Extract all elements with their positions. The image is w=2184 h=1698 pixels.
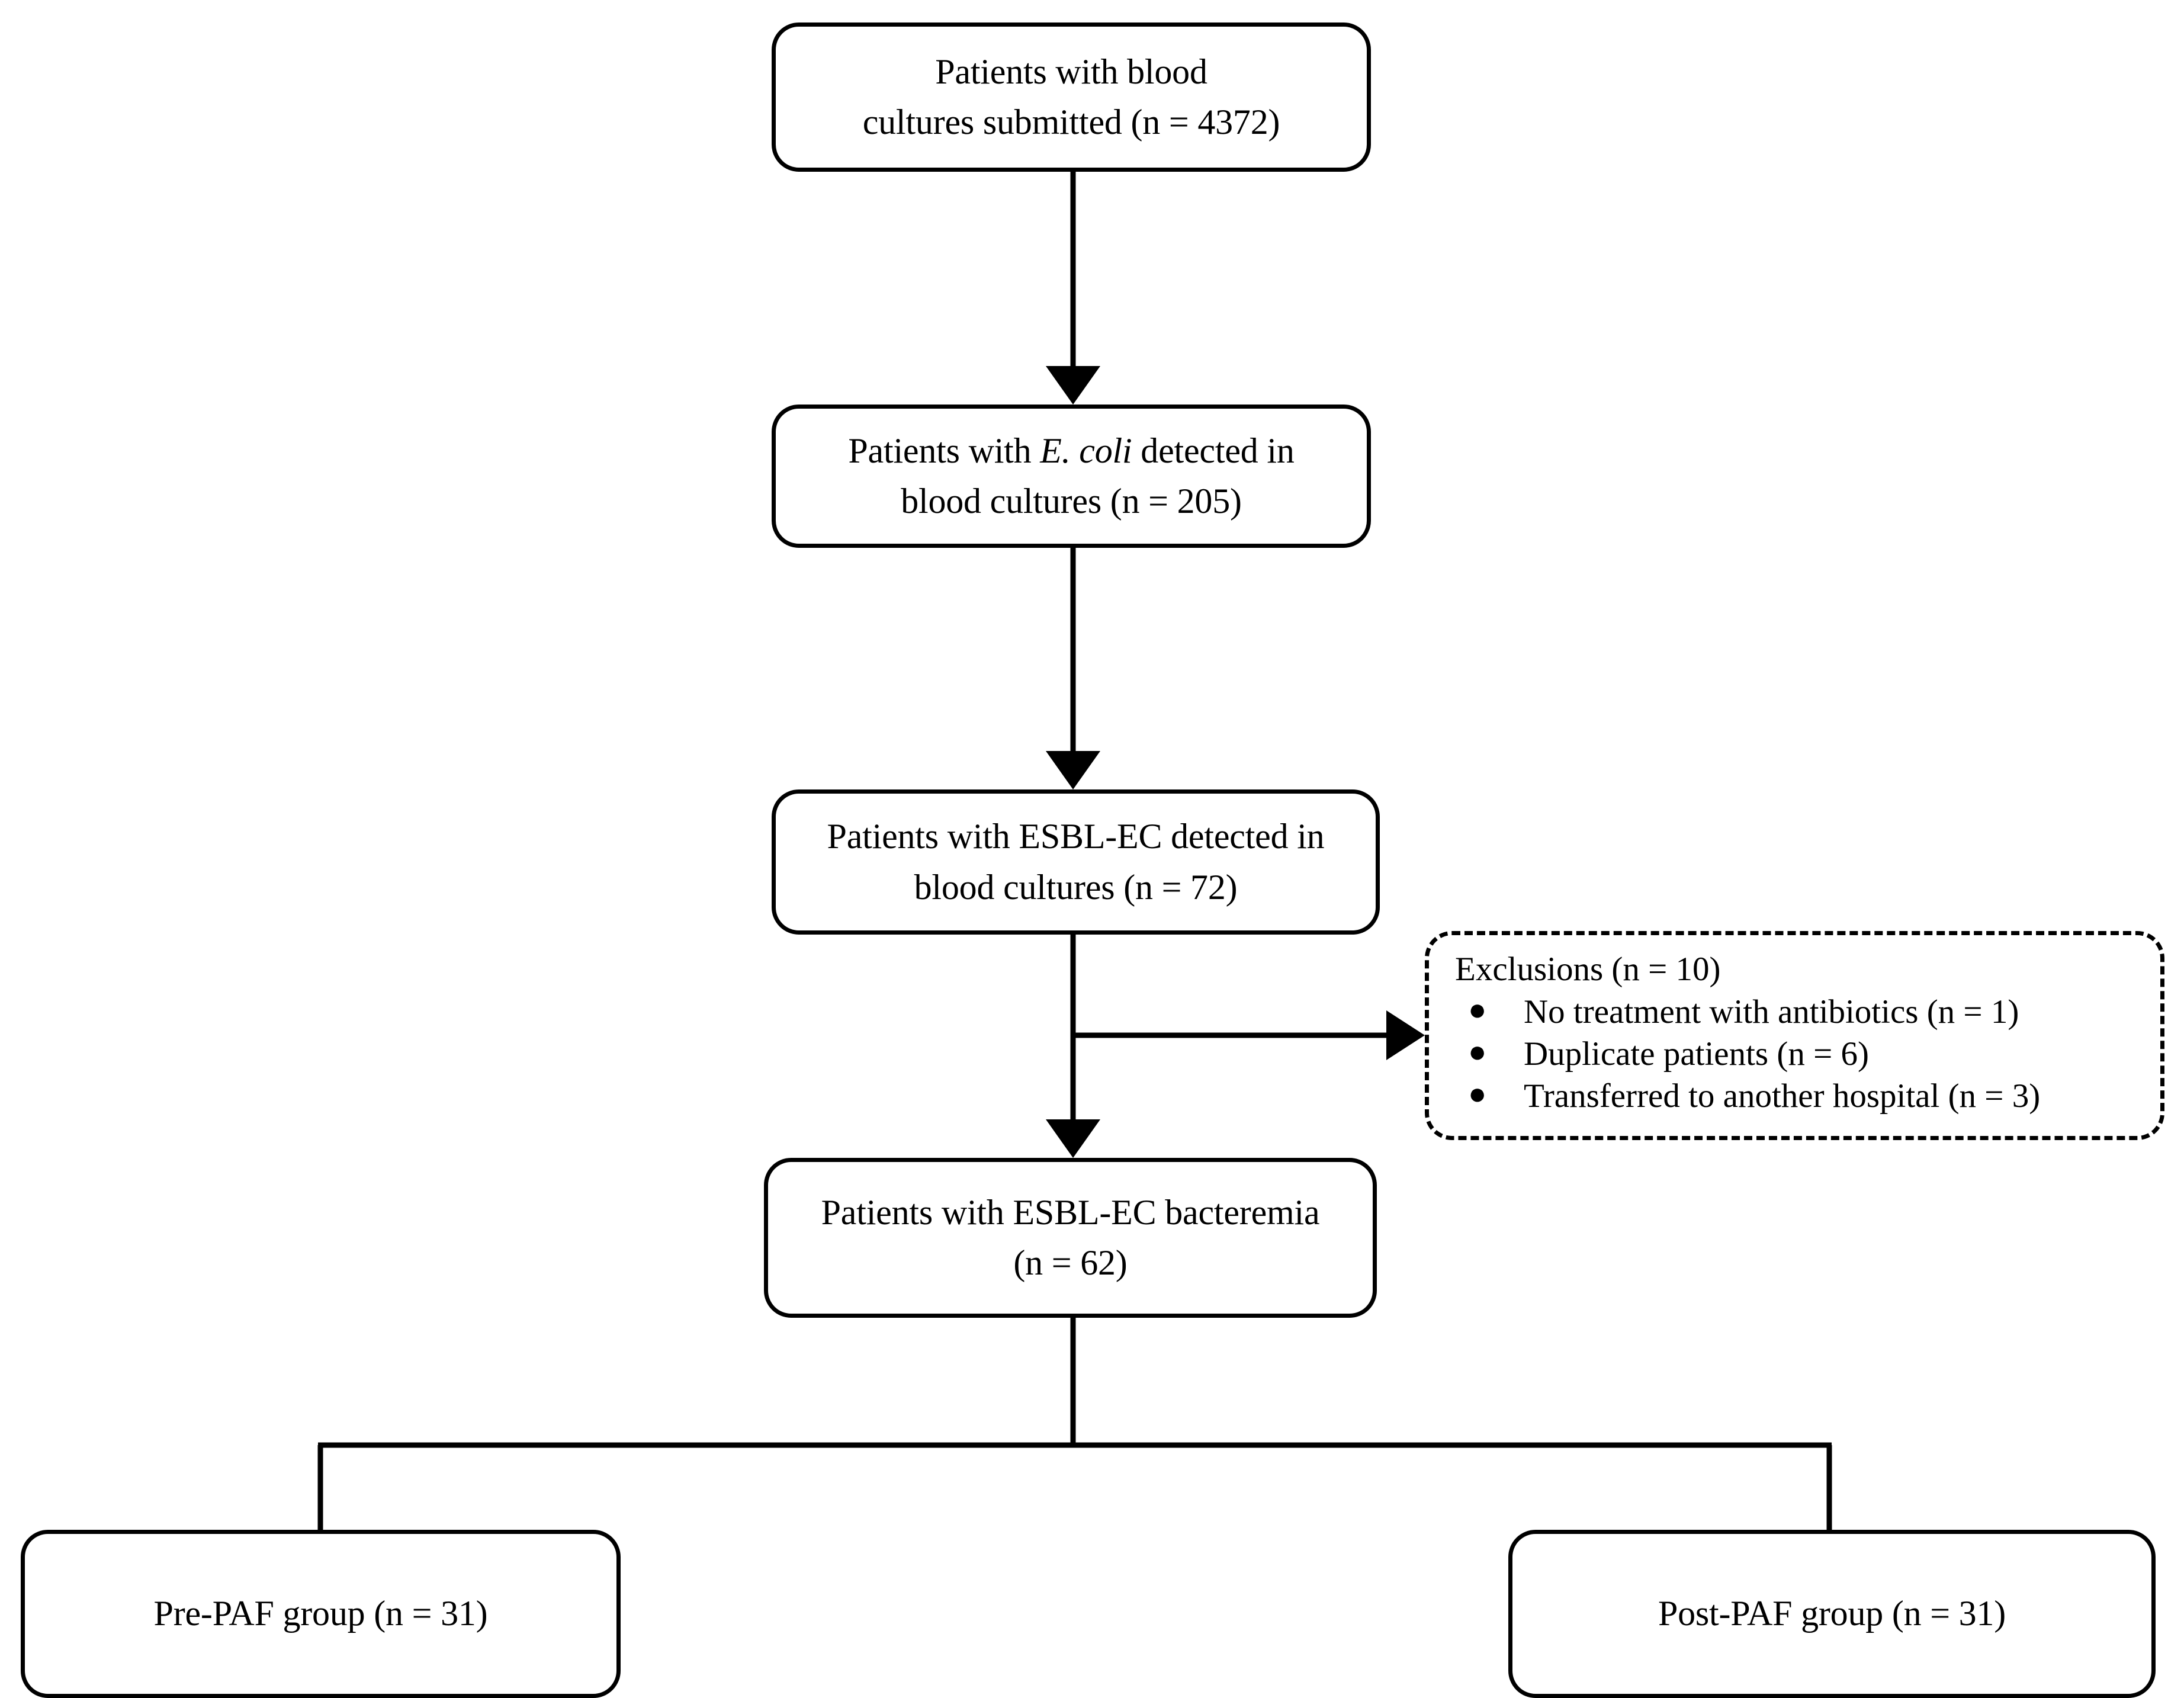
exclusion-item-label: No treatment with antibiotics (n = 1) bbox=[1524, 993, 2019, 1031]
arrowhead-down-icon bbox=[1046, 366, 1100, 405]
edge-esbl-detected-to-exclusions bbox=[1073, 1010, 1425, 1060]
arrowhead-down-icon bbox=[1046, 751, 1100, 789]
node-esbl-bacteremia: Patients with ESBL-EC bacteremia (n = 62… bbox=[764, 1158, 1377, 1318]
exclusion-item-label: Duplicate patients (n = 6) bbox=[1524, 1035, 1869, 1073]
edge-bacteremia-to-paf-groups bbox=[317, 1318, 1832, 1530]
node-blood-cultures-label: Patients with blood cultures submitted (… bbox=[862, 52, 1280, 142]
bullet-icon: ● bbox=[1468, 993, 1487, 1028]
node-post-paf-group: Post-PAF group (n = 31) bbox=[1508, 1530, 2156, 1698]
node-esbl-bacteremia-label: Patients with ESBL-EC bacteremia (n = 62… bbox=[821, 1192, 1320, 1282]
list-item: ● Transferred to another hospital (n = 3… bbox=[1455, 1076, 2154, 1118]
arrowhead-down-icon bbox=[1046, 1119, 1100, 1158]
node-blood-cultures-submitted: Patients with blood cultures submitted (… bbox=[772, 23, 1371, 172]
node-exclusions: Exclusions (n = 10) ● No treatment with … bbox=[1425, 931, 2164, 1140]
node-pre-paf-group: Pre-PAF group (n = 31) bbox=[21, 1530, 621, 1698]
bullet-icon: ● bbox=[1468, 1077, 1487, 1111]
arrowhead-right-icon bbox=[1386, 1010, 1425, 1060]
exclusions-list: ● No treatment with antibiotics (n = 1) … bbox=[1455, 991, 2154, 1117]
node-esbl-detected-label: Patients with ESBL-EC detected in blood … bbox=[827, 817, 1325, 907]
exclusion-item-label: Transferred to another hospital (n = 3) bbox=[1524, 1077, 2041, 1115]
node-ecoli-detected: Patients with E. coli detected in blood … bbox=[772, 405, 1371, 548]
list-item: ● Duplicate patients (n = 6) bbox=[1455, 1033, 2154, 1076]
node-post-paf-group-label: Post-PAF group (n = 31) bbox=[1658, 1594, 2006, 1633]
list-item: ● No treatment with antibiotics (n = 1) bbox=[1455, 991, 2154, 1033]
node-ecoli-detected-label: Patients with E. coli detected in blood … bbox=[848, 431, 1295, 521]
node-esbl-detected: Patients with ESBL-EC detected in blood … bbox=[772, 789, 1380, 935]
edge-esbl-detected-to-bacteremia bbox=[1046, 935, 1100, 1158]
edge-blood-cultures-to-ecoli bbox=[1046, 172, 1100, 405]
species-name-ecoli: E. coli bbox=[1040, 431, 1132, 470]
edge-ecoli-to-esbl-detected bbox=[1046, 548, 1100, 789]
bullet-icon: ● bbox=[1468, 1035, 1487, 1069]
exclusions-title: Exclusions (n = 10) bbox=[1455, 951, 1721, 988]
node-pre-paf-group-label: Pre-PAF group (n = 31) bbox=[153, 1594, 488, 1633]
